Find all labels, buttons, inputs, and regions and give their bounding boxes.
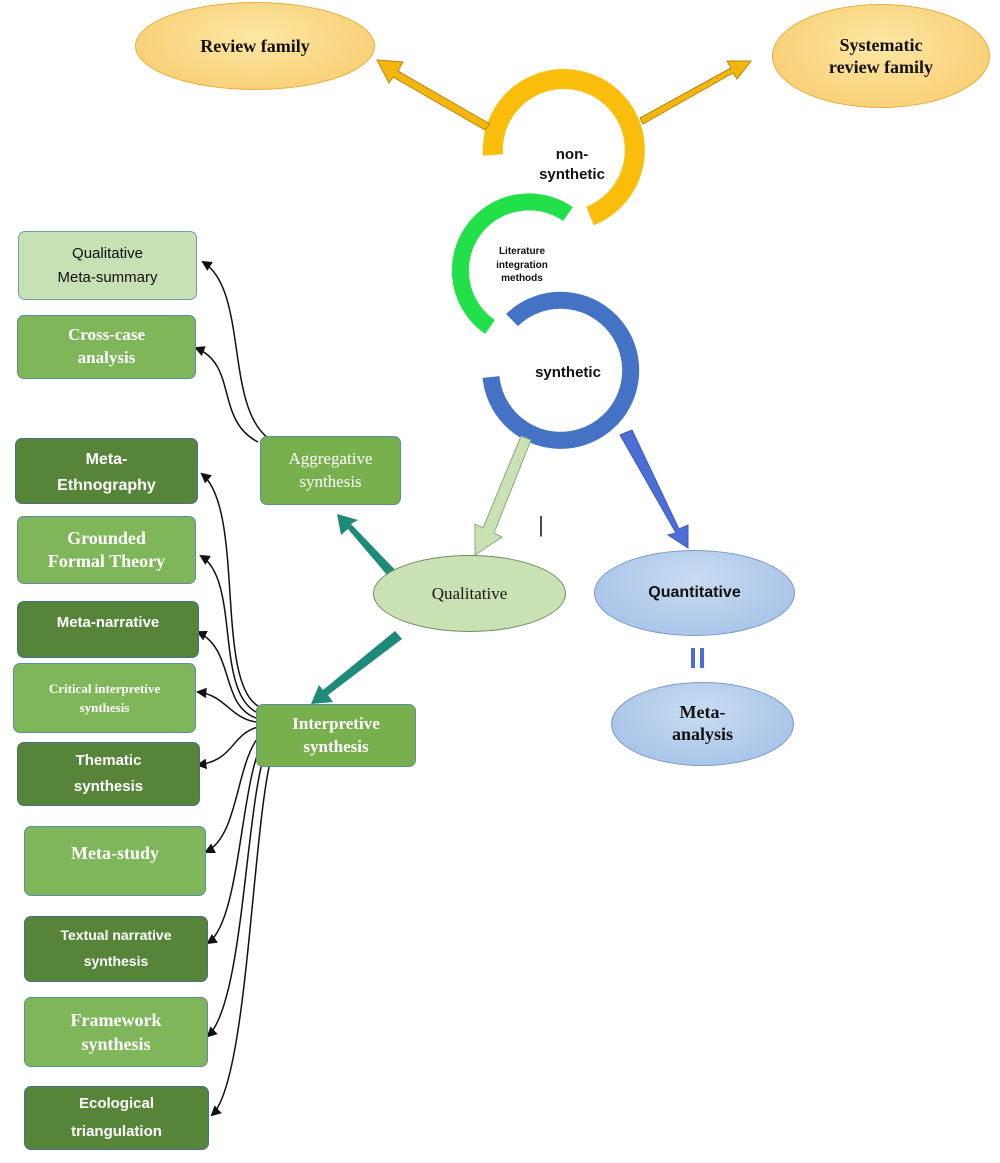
interpretive-synthesis-box: Interpretive synthesis — [256, 704, 416, 767]
equals-bar-left — [691, 648, 695, 668]
link-interpretive-to-ecological — [210, 740, 277, 1117]
link-interpretive-to-thematic — [195, 726, 259, 770]
link-aggregative-to-cross-case — [194, 346, 259, 443]
method-box-ecological-triangulation: Ecological triangulation — [24, 1086, 209, 1150]
link-interpretive-to-grounded-theory — [199, 554, 257, 713]
synthetic-label: synthetic — [535, 364, 601, 381]
arrow-to-review-family — [376, 59, 491, 131]
method-box-meta-study: Meta-study — [24, 826, 206, 896]
systematic-review-family-node: Systematic review family — [772, 4, 990, 108]
arrow-qualitative-to-interpretive — [311, 631, 402, 704]
method-box-framework-synthesis: Framework synthesis — [24, 997, 208, 1067]
equals-bar-right — [700, 648, 704, 668]
link-interpretive-to-textual-narrative — [206, 736, 267, 945]
arrow-to-systematic-review — [639, 60, 753, 125]
arrow-qualitative-to-aggregative — [337, 514, 400, 582]
link-interpretive-to-meta-ethnography — [200, 472, 259, 707]
method-box-grounded-formal-theory: Grounded Formal Theory — [17, 516, 196, 584]
method-box-cross-case-analysis: Cross-case analysis — [17, 315, 196, 379]
non-synthetic-label: non- synthetic — [539, 146, 605, 183]
review-family-node: Review family — [135, 2, 375, 90]
qualitative-node: Qualitative — [373, 555, 566, 632]
link-interpretive-to-meta-narrative — [196, 630, 257, 719]
stray-mark: | — [538, 512, 544, 537]
literature-integration-label: Literature integration methods — [496, 246, 548, 284]
ring-green-literature-integration — [451, 193, 573, 334]
link-aggregative-to-meta-summary — [201, 260, 269, 439]
method-box-textual-narrative-synthesis: Textual narrative synthesis — [24, 916, 208, 982]
method-box-thematic-synthesis: Thematic synthesis — [17, 742, 200, 806]
method-box-meta-narrative: Meta-narrative — [17, 601, 199, 658]
link-interpretive-to-meta-study — [204, 732, 263, 853]
method-box-meta-ethnography: Meta- Ethnography — [15, 438, 198, 504]
ring-blue-synthetic — [482, 291, 640, 449]
arrow-synthetic-to-qualitative — [474, 435, 532, 556]
meta-analysis-node: Meta- analysis — [611, 682, 794, 766]
method-box-qualitative-meta-summary: Qualitative Meta-summary — [18, 231, 197, 300]
link-interpretive-to-critical-interpretive — [195, 687, 257, 723]
ring-yellow-non-synthetic — [482, 69, 645, 226]
quantitative-node: Quantitative — [594, 550, 795, 636]
aggregative-synthesis-box: Aggregative synthesis — [260, 436, 401, 505]
arrow-synthetic-to-quantitative — [619, 429, 689, 549]
method-box-critical-interpretive-synthesis: Critical interpretive synthesis — [13, 663, 196, 733]
